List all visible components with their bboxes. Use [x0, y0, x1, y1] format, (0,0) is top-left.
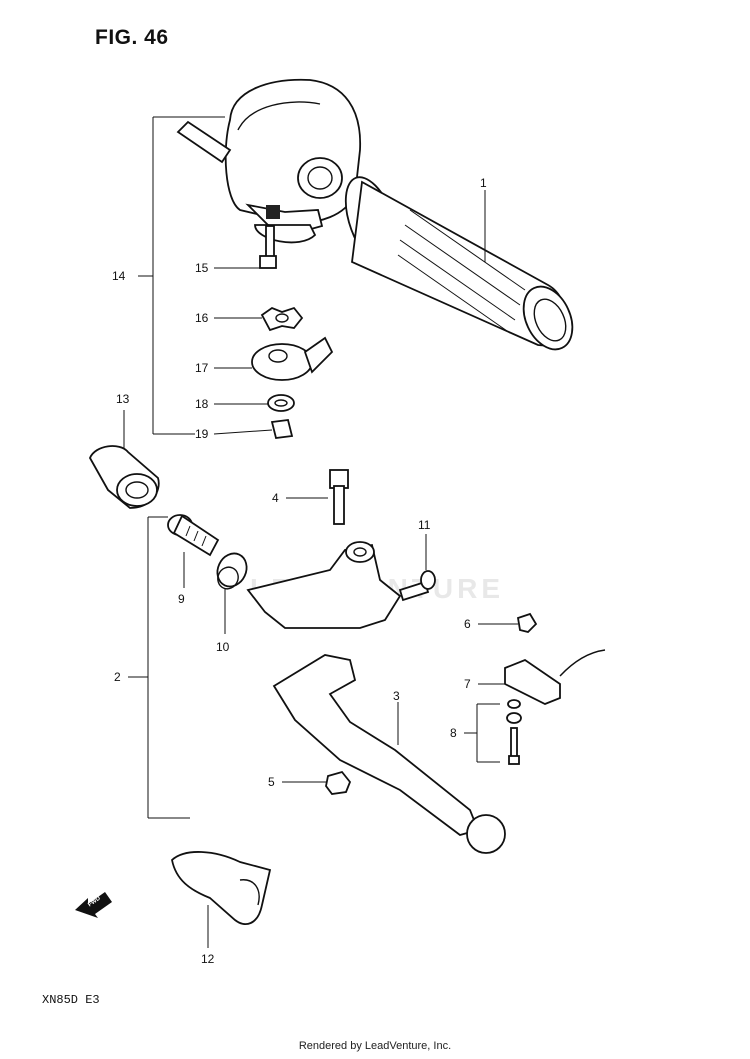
leader-lines	[123, 190, 518, 948]
callout-16: 16	[195, 311, 209, 325]
callout-15: 15	[195, 261, 209, 275]
callout-4: 4	[272, 491, 279, 505]
part-5-nut	[325, 770, 352, 795]
throttle-housing	[176, 78, 361, 244]
callout-8: 8	[450, 726, 457, 740]
figure-title: FIG. 46	[95, 26, 169, 49]
callout-14: 14	[112, 269, 126, 283]
part-19-nut	[270, 419, 294, 439]
bracket-14	[138, 116, 225, 435]
part-15-screw	[259, 225, 277, 269]
part-4-pivot-bolt	[329, 469, 349, 525]
callout-2: 2	[114, 670, 121, 684]
handlebar-grip	[344, 176, 574, 351]
part-17-adjuster	[251, 336, 334, 381]
lever-bracket	[246, 541, 402, 629]
callout-18: 18	[195, 397, 209, 411]
callout-1: 1	[480, 176, 487, 190]
part-13-cable-boot	[89, 445, 160, 509]
callout-6: 6	[464, 617, 471, 631]
part-8-screw-set	[464, 699, 522, 765]
fwd-arrow-icon: FWD	[75, 892, 112, 918]
callout-19: 19	[195, 427, 209, 441]
model-code: XN85D E3	[42, 993, 100, 1007]
callout-9: 9	[178, 592, 185, 606]
callout-7: 7	[464, 677, 471, 691]
callout-12: 12	[201, 952, 215, 966]
part-7-switch	[504, 649, 606, 705]
part-18-washer	[267, 394, 295, 412]
part-9-adjuster-bolt	[167, 514, 220, 557]
part-3-clutch-lever	[272, 654, 506, 854]
callout-17: 17	[195, 361, 209, 375]
callout-5: 5	[268, 775, 275, 789]
part-11-screw	[398, 570, 436, 602]
callout-10: 10	[216, 640, 230, 654]
part-6-clip	[516, 612, 538, 633]
callout-11: 11	[418, 518, 431, 532]
callout-13: 13	[116, 392, 130, 406]
part-10-lock-nut	[216, 552, 248, 590]
part-12-lever-cover	[171, 851, 272, 925]
part-16-star-washer	[260, 306, 304, 332]
render-credit: Rendered by LeadVenture, Inc.	[298, 1040, 452, 1052]
bracket-2	[128, 516, 190, 819]
callout-3: 3	[393, 689, 400, 703]
